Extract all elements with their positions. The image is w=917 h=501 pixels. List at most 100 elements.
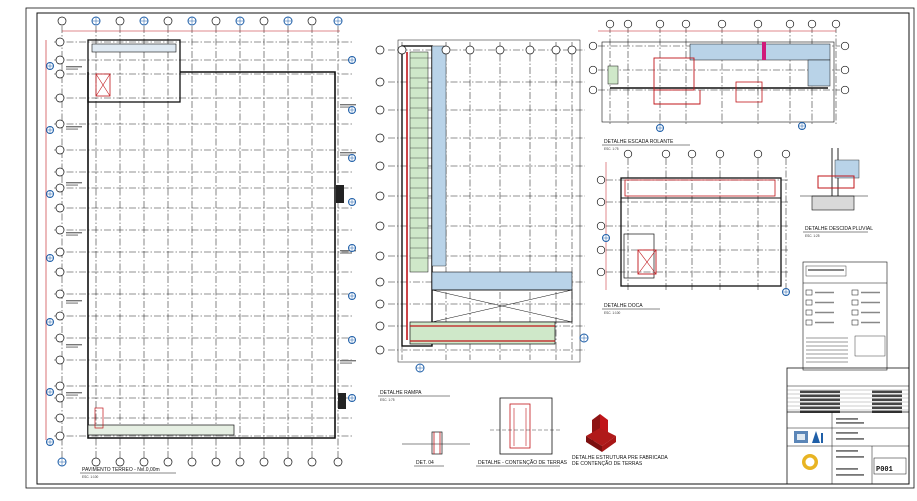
ramp-vertical-blue (431, 45, 447, 267)
stair-core (95, 73, 111, 97)
note-line (66, 128, 78, 130)
grid-bubble-cross (348, 244, 356, 252)
grid-bubble (661, 149, 671, 159)
note-line (66, 302, 78, 304)
tb-text-line (836, 438, 864, 440)
tb-text-line (836, 468, 858, 470)
grid-bubble (781, 149, 791, 159)
legend-swatch (851, 299, 859, 306)
title-block-text (836, 418, 864, 476)
grid-bubble-cross (188, 17, 196, 25)
grid-bubble (187, 457, 197, 467)
det04: DET. 04 (402, 431, 470, 467)
grid-bubble (55, 145, 65, 155)
inner-border (36, 12, 910, 485)
grid-bubble-cross (656, 124, 664, 132)
grid-bubble (567, 45, 577, 55)
grid-bubble (55, 413, 65, 423)
escalator-detail: DETALHE ESCADA ROLANTE ESC. 1:75 (598, 26, 840, 151)
grid-bubble-cross (46, 438, 54, 446)
grid-bubble (840, 41, 850, 51)
grid-bubble (375, 251, 385, 261)
note-line (66, 182, 82, 184)
note-line (340, 154, 352, 156)
grid-bubble (840, 85, 850, 95)
grid-bubble (605, 19, 615, 29)
note-line (66, 300, 82, 302)
note-line (66, 392, 82, 394)
grid-bubble (441, 45, 451, 55)
grid-bubble (55, 69, 65, 79)
note-line (340, 106, 352, 108)
ramp-bottom-green (409, 321, 556, 345)
grid-bubble (333, 457, 343, 467)
tb-row-fill (872, 398, 902, 401)
grid-bubble (623, 19, 633, 29)
grid-bubble (596, 245, 606, 255)
tb-row-fill (872, 402, 902, 405)
tb-row-fill (800, 406, 840, 409)
rain-pipe-detail: DETALHE DESCIDA PLUVIAL ESC. 1:25 (800, 148, 873, 238)
grid-bubble-cross (416, 364, 424, 372)
grid-bubble (375, 345, 385, 355)
tb-text-line (836, 418, 858, 420)
legend-swatch (805, 319, 813, 326)
grid-bubble (55, 55, 65, 65)
grid-bubble (57, 16, 67, 26)
retaining-detail-title: DETALHE - CONTENÇÃO DE TERRAS (478, 459, 568, 466)
grid-bubble-cross (348, 106, 356, 114)
rain-pipe-detail-title: DETALHE DESCIDA PLUVIAL (805, 226, 873, 232)
ramp-detail-title: DETALHE RAMPA (380, 390, 422, 396)
escalator-detail-title: DETALHE ESCADA ROLANTE (604, 139, 674, 145)
grid-bubble (717, 19, 727, 29)
grid-bubble (375, 105, 385, 115)
grid-bubble (211, 16, 221, 26)
grid-bubble (55, 37, 65, 47)
grid-bubble (307, 16, 317, 26)
grid-bubble-cross (46, 62, 54, 70)
legend (802, 261, 888, 371)
grid-bubble (307, 457, 317, 467)
grid-bubble (375, 45, 385, 55)
note-line (340, 360, 356, 362)
legend-swatch (805, 309, 813, 316)
grid-bubble (259, 457, 269, 467)
grid-bubble (588, 85, 598, 95)
ramp-horizontal-blue (431, 271, 573, 291)
grid-bubble (397, 45, 407, 55)
tb-text-line (836, 474, 864, 476)
grid-bubble (687, 149, 697, 159)
title-block-rows (787, 389, 909, 413)
grid-bubble (465, 45, 475, 55)
grid-bubble (55, 203, 65, 213)
ramp-detail: DETALHE RAMPA ESC. 1:75 (378, 39, 585, 402)
grid-bubble-cross (46, 190, 54, 198)
tb-text-line (836, 456, 864, 458)
tb-row-fill (800, 402, 840, 405)
grid-bubble-cross (348, 56, 356, 64)
grid-bubble (55, 119, 65, 129)
grid-bubble-cross (580, 334, 588, 342)
grid-bubble (55, 267, 65, 277)
grid-bubble (115, 457, 125, 467)
grid-bubble (55, 355, 65, 365)
tb-row-fill (872, 394, 902, 397)
svg-text:ESC. 1:75: ESC. 1:75 (380, 398, 395, 402)
note-line (340, 104, 356, 106)
grid-bubble (596, 175, 606, 185)
svg-text:ESC. 1:25: ESC. 1:25 (805, 234, 820, 238)
grid-bubble (715, 149, 725, 159)
grid-bubble (211, 457, 221, 467)
grid-bubble (55, 167, 65, 177)
grid-bubble (163, 457, 173, 467)
grid-bubble-cross (140, 17, 148, 25)
grid-bubble (55, 393, 65, 403)
grid-bubble (283, 457, 293, 467)
sheet-number: P001 (876, 466, 893, 474)
note-line (340, 362, 352, 364)
grid-bubble (235, 457, 245, 467)
legend-swatch (805, 299, 813, 306)
grid-bubble (259, 16, 269, 26)
svg-text:ESC. 1:100: ESC. 1:100 (82, 475, 99, 479)
note-line (66, 394, 78, 396)
